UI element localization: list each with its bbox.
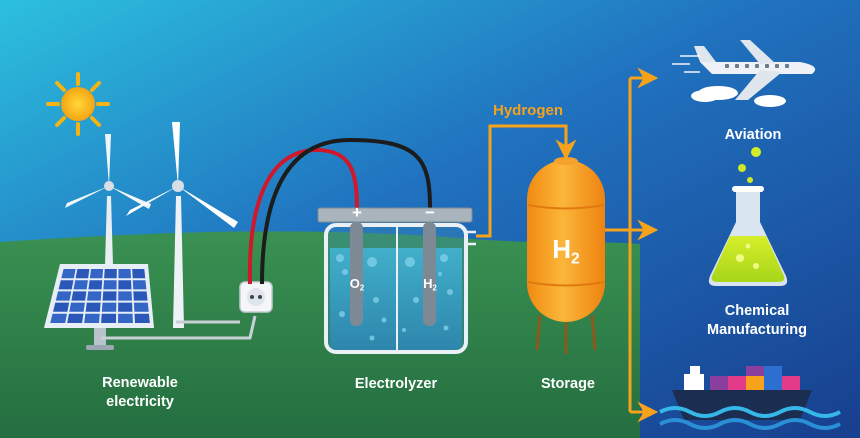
bubble [336,254,344,262]
negative-terminal-label: − [425,203,435,222]
solar-cell [118,269,131,279]
solar-cell [133,291,148,301]
solar-cell [103,280,117,290]
renewable-line-1: Renewable [102,375,178,391]
oxygen-symbol: O [349,276,360,291]
bubble [440,254,448,262]
solar-panel-icon [44,264,154,350]
hydrogen-pipe [476,124,577,238]
distribution-arrows [605,67,659,423]
bubble [342,269,348,275]
storage-label: Storage [541,376,595,392]
solar-cell [75,269,90,279]
hydrogen-subscript: 2 [432,283,437,293]
solar-cell [118,291,132,301]
solar-cell [134,313,150,323]
tank-h2-label: H2 [536,234,596,268]
positive-terminal-label: + [352,203,362,222]
renewable-electricity-label: Renewable electricity [90,374,190,412]
solar-cell [132,269,146,279]
solar-cell [101,313,117,323]
bubble [381,317,387,323]
bubble [367,257,377,267]
solar-cell [133,302,149,312]
bubble [438,272,442,276]
hydrogen-pipe-label: Hydrogen [492,102,563,119]
bubble [443,325,449,331]
flask-icon [708,147,788,286]
wind-turbine-icon [65,122,238,328]
solar-cell [132,280,147,290]
solar-cell [69,302,85,312]
electrolyzer-label: Electrolyzer [354,376,438,392]
bubble [413,297,419,303]
solar-cell [61,269,76,279]
chemical-line-2: Manufacturing [707,322,807,338]
solar-cell [101,302,117,312]
solar-cell [88,280,103,290]
solar-cell [104,269,117,279]
oxygen-electrode-label: O2 [341,276,373,293]
solar-cell [118,302,133,312]
ground [0,231,640,438]
solar-cell [71,291,87,301]
bubble [339,311,345,317]
storage-tank-icon [527,157,605,354]
solar-cell [73,280,88,290]
solar-cell [55,291,72,301]
aviation-label: Aviation [724,127,782,143]
solar-cell [58,280,74,290]
chemical-manufacturing-label: Chemical Manufacturing [692,302,822,340]
solar-cell [118,313,133,323]
power-cable [101,315,257,340]
chemical-line-1: Chemical [724,303,790,319]
solar-cell [50,313,67,323]
bubble [369,335,375,341]
solar-cell [102,291,117,301]
black-wire [260,137,432,285]
tank-symbol: H [552,234,572,264]
airplane-icon [672,40,816,107]
power-outlet-icon [239,281,273,313]
bubble [373,297,379,303]
hydrogen-symbol: H [423,276,433,291]
cargo-ship-icon [659,366,841,430]
solar-cell [67,313,84,323]
sun-icon [46,72,110,136]
solar-cell [118,280,132,290]
bubble [405,257,415,267]
solar-cell [89,269,104,279]
bubble [447,289,453,295]
tank-subscript: 2 [571,250,580,268]
renewable-line-2: electricity [106,394,174,410]
solar-cell [85,302,101,312]
solar-cell [87,291,102,301]
solar-cell [84,313,100,323]
bubble [402,328,406,332]
electrolyzer-tank [317,207,476,354]
electrolyte-bubbles [336,254,453,341]
oxygen-subscript: 2 [359,283,365,293]
hydrogen-electrode-label: H2 [414,276,446,293]
solar-cell [53,302,70,312]
